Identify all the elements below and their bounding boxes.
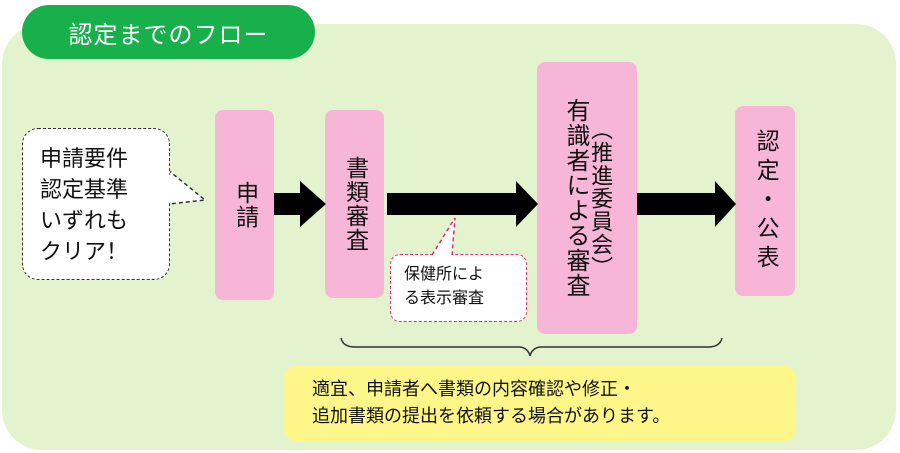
health-center-callout bbox=[390, 254, 527, 322]
step-expert-review: 有識者による審査 （推進委員会） bbox=[537, 62, 637, 334]
note-text: 適宜、申請者へ書類の内容確認や修正・ 追加書類の提出を依頼する場合があります。 bbox=[312, 379, 671, 427]
requirements-bubble bbox=[22, 128, 170, 280]
step-expert-review-label: 有識者による審査 bbox=[562, 98, 591, 298]
arrow-1 bbox=[274, 181, 326, 227]
step-certification: 認定・公表 bbox=[735, 106, 795, 296]
step-document-review: 書類審査 bbox=[325, 110, 384, 298]
arrow-3 bbox=[637, 181, 736, 227]
bracket-line bbox=[340, 337, 723, 357]
step-document-review-label: 書類審査 bbox=[341, 156, 368, 252]
note-box bbox=[284, 366, 796, 441]
step-application-label: 申請 bbox=[231, 181, 258, 229]
arrow-2 bbox=[387, 181, 538, 227]
step-application: 申請 bbox=[215, 110, 274, 300]
requirements-text: 申請要件 認定基準 いずれも クリア！ bbox=[40, 147, 129, 265]
step-expert-review-sublabel: （推進委員会） bbox=[587, 117, 613, 279]
page-title: 認定までのフロー bbox=[22, 5, 315, 59]
health-center-callout-text: 保健所によ る表示審査 bbox=[404, 264, 485, 307]
step-certification-label: 認定・公表 bbox=[752, 128, 779, 274]
